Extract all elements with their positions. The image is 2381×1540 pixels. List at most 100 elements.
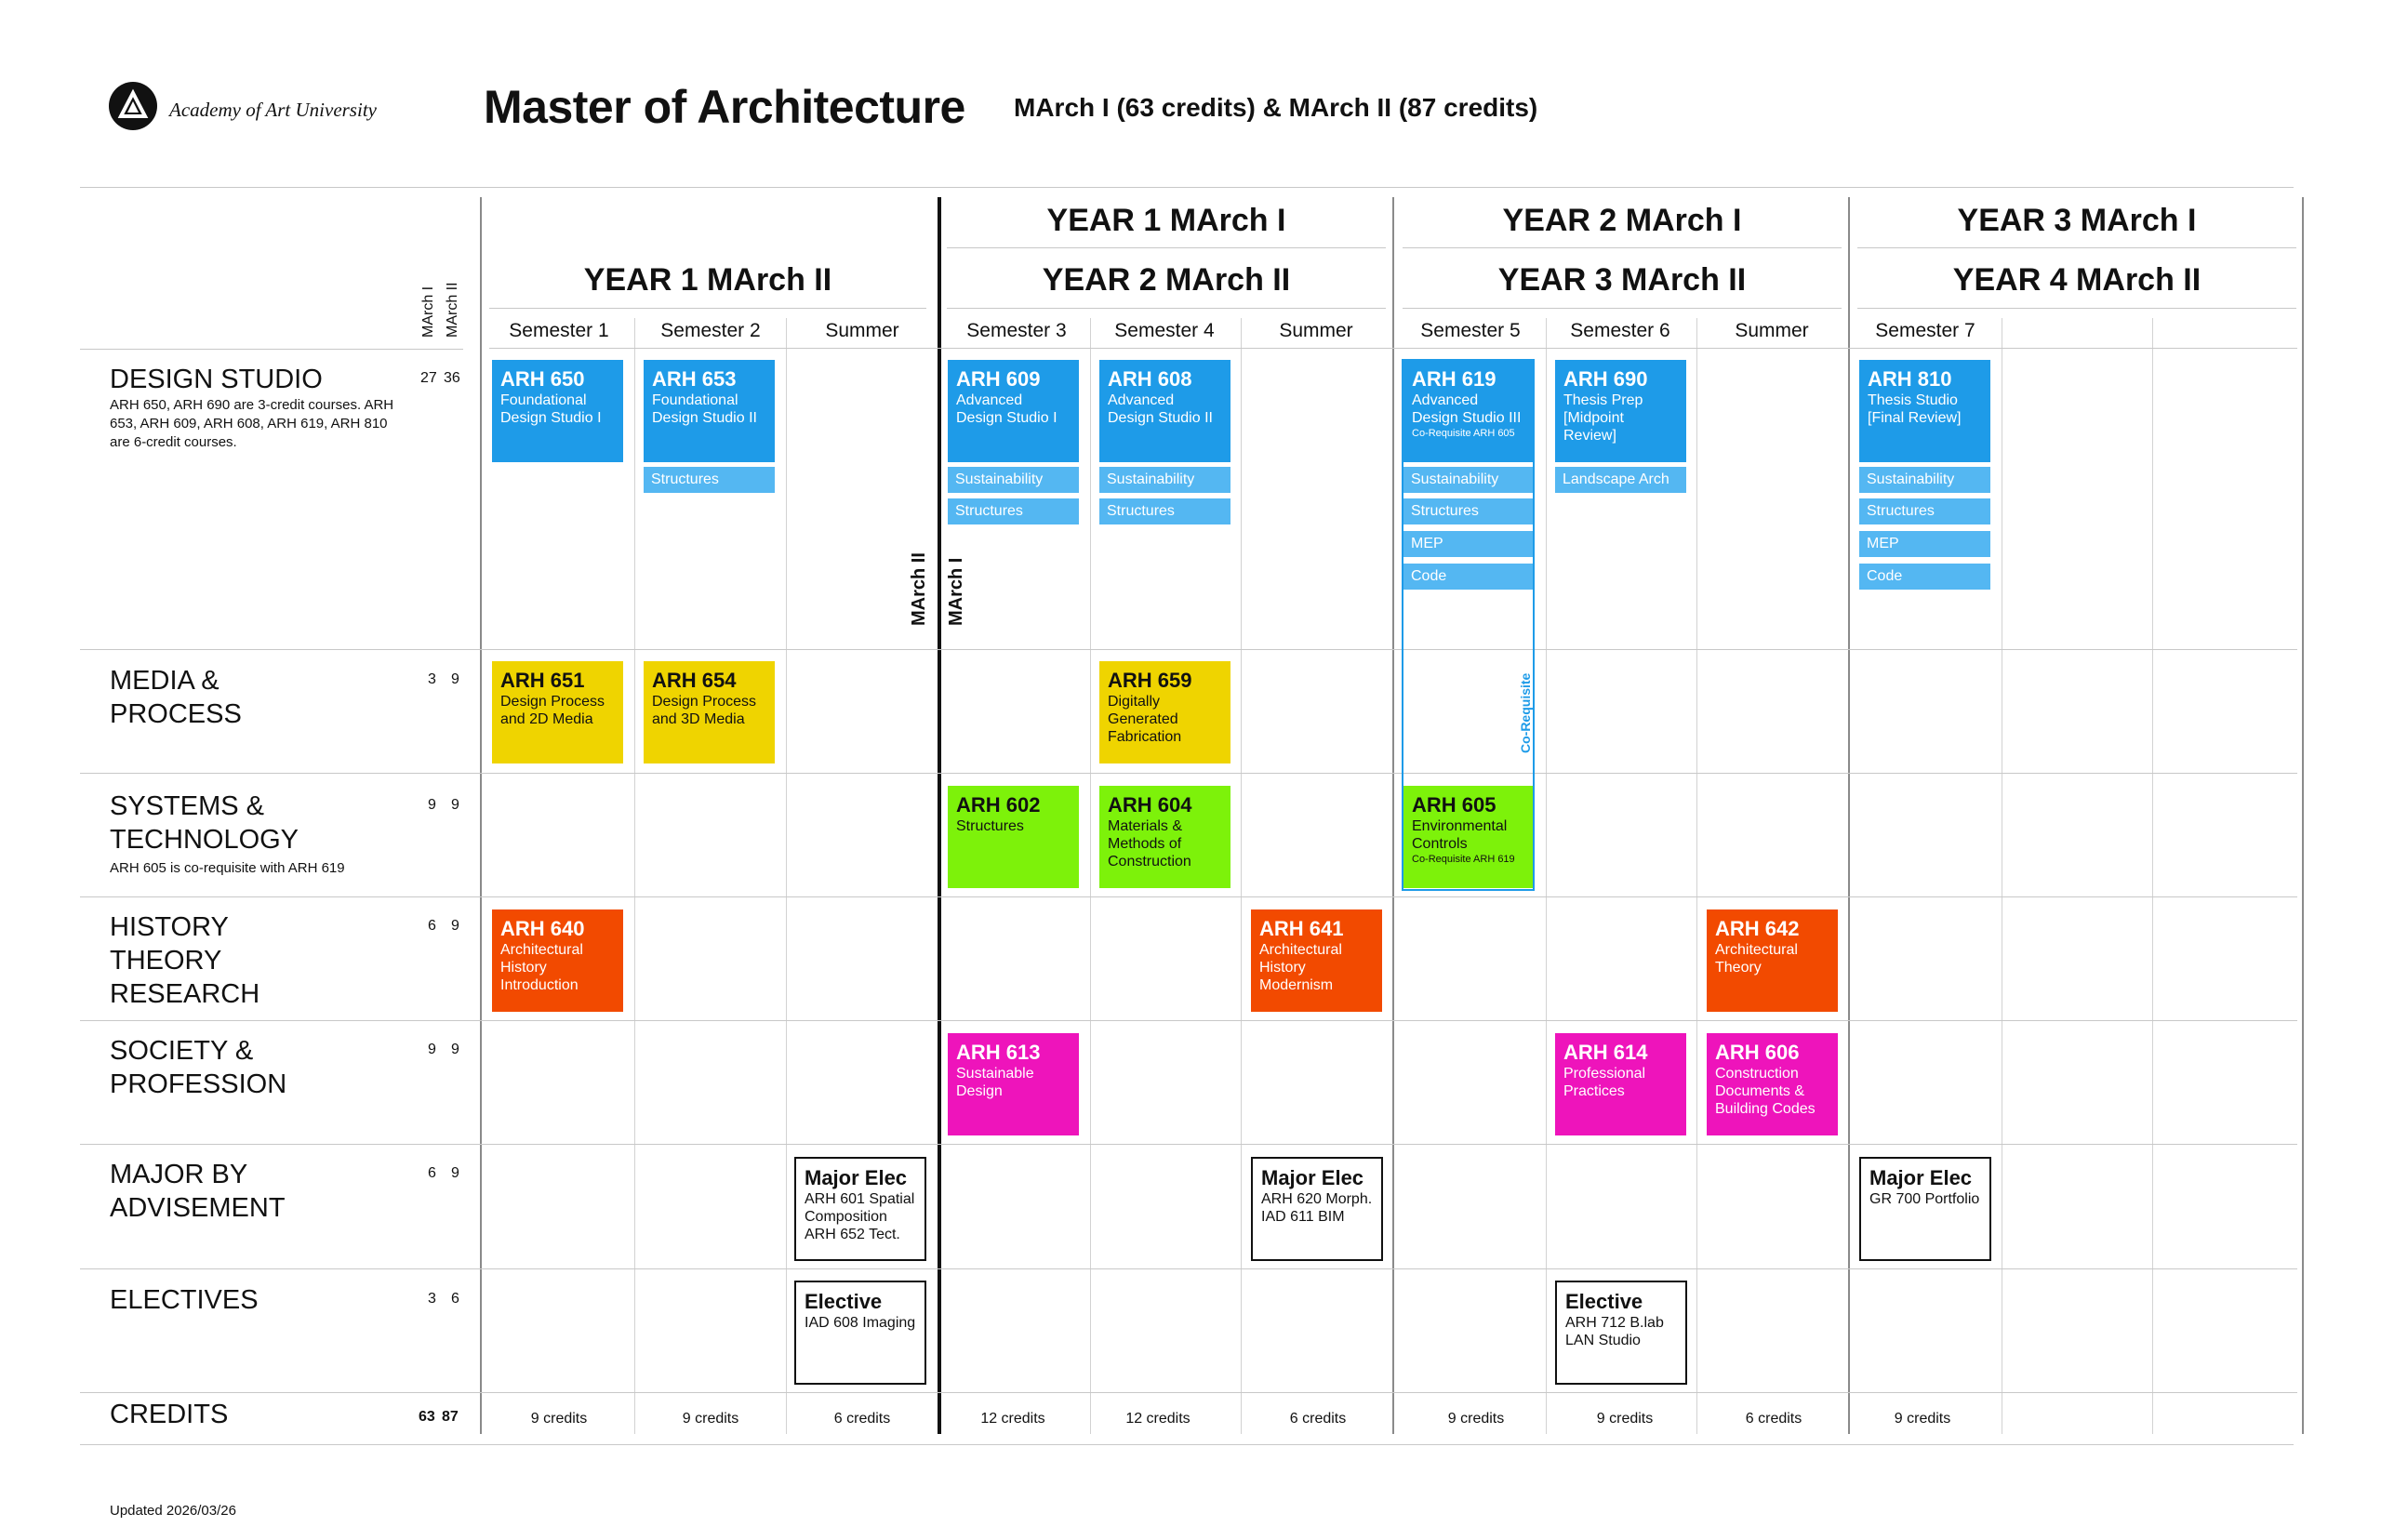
category-title: SOCIETY & PROFESSION [110,1036,287,1099]
course-name: Advanced Design Studio I [956,392,1057,426]
column-separator [634,318,635,1434]
course-code: ARH 653 [652,367,737,391]
course-card[interactable]: ARH 641 Architectural History Modernism [1251,909,1382,1012]
semester-credits: 12 credits [1125,1411,1190,1427]
course-code: ARH 651 [500,669,585,692]
year-rule [1857,308,2296,309]
elective-card[interactable]: Major Elec ARH 620 Morph. IAD 611 BIM [1251,1157,1383,1261]
topic-tag: Structures [1859,498,1990,524]
course-code: Elective [1565,1290,1643,1313]
grid-separator [2302,197,2304,1434]
category-title: DESIGN STUDIO [110,365,323,394]
course-name: Architectural Theory [1715,942,1798,976]
course-code: ARH 642 [1715,917,1800,940]
university-logo [109,82,157,130]
course-name: IAD 608 Imaging [805,1315,916,1331]
course-card[interactable]: ARH 605 Environmental Controls Co-Requis… [1403,786,1533,888]
year-header: YEAR 2 MArch II [1042,262,1291,298]
course-name: Environmental Controls [1412,818,1508,852]
course-card[interactable]: ARH 619 Advanced Design Studio III Co-Re… [1403,360,1533,462]
course-code: Major Elec [1869,1166,1973,1189]
course-name: Architectural History Modernism [1259,942,1342,993]
course-name: Thesis Prep [Midpoint Review] [1563,392,1643,444]
semester-credits: 12 credits [980,1411,1045,1427]
semester-header: Summer [825,320,899,341]
semester-header: Semester 6 [1570,320,1670,341]
year-header: YEAR 3 MArch I [1957,203,2197,238]
course-name: Structures [956,818,1024,834]
topic-tag: Code [1403,564,1533,590]
year-header: YEAR 1 MArch I [1046,203,1286,238]
semester-credits: 9 credits [1894,1411,1951,1427]
course-card[interactable]: ARH 642 Architectural Theory [1707,909,1838,1012]
category-title: MAJOR BY ADVISEMENT [110,1160,286,1223]
course-code: Major Elec [805,1166,908,1189]
course-name: Architectural History Introduction [500,942,583,993]
year-rule [1403,308,1842,309]
page-title: Master of Architecture [484,81,965,133]
topic-tag: MEP [1403,531,1533,557]
course-card[interactable]: ARH 654 Design Process and 3D Media [644,661,775,763]
course-code: ARH 659 [1108,669,1192,692]
row-rule [80,1020,2297,1021]
march2-column-label: MArch II [445,282,460,338]
course-card[interactable]: ARH 690 Thesis Prep [Midpoint Review] [1555,360,1686,462]
topic-tag: Sustainability [1099,467,1230,493]
course-card[interactable]: ARH 608 Advanced Design Studio II [1099,360,1230,462]
course-code: ARH 609 [956,367,1041,391]
course-card[interactable]: ARH 606 Construction Documents & Buildin… [1707,1033,1838,1135]
course-card[interactable]: ARH 810 Thesis Studio [Final Review] [1859,360,1990,462]
course-card[interactable]: ARH 614 Professional Practices [1555,1033,1686,1135]
course-card[interactable]: ARH 602 Structures [948,786,1079,888]
course-card[interactable]: ARH 659 Digitally Generated Fabrication [1099,661,1230,763]
category-title: MEDIA & PROCESS [110,666,242,729]
course-code: ARH 810 [1868,367,1952,391]
course-card[interactable]: ARH 613 Sustainable Design [948,1033,1079,1135]
course-card[interactable]: ARH 653 Foundational Design Studio II [644,360,775,462]
row-rule [80,1268,2297,1269]
course-card[interactable]: ARH 604 Materials & Methods of Construct… [1099,786,1230,888]
course-name: Construction Documents & Building Codes [1715,1066,1816,1117]
course-name: Advanced Design Studio III [1412,392,1522,426]
semester-credits: 6 credits [1289,1411,1347,1427]
row-rule [489,348,2297,349]
course-code: ARH 602 [956,793,1041,816]
course-code: ARH 641 [1259,917,1344,940]
topic-tag: Landscape Arch [1555,467,1686,493]
course-name: Foundational Design Studio II [652,392,757,426]
march2-credits: 36 [444,370,460,386]
course-card[interactable]: ARH 609 Advanced Design Studio I [948,360,1079,462]
course-code: ARH 619 [1412,367,1496,391]
march1-credits: 9 [428,797,436,813]
semester-credits: 9 credits [1447,1411,1505,1427]
march2-divider-label: MArch II [909,552,929,626]
march2-credits: 9 [451,671,459,687]
top-rule [80,187,2294,188]
course-card[interactable]: ARH 640 Architectural History Introducti… [492,909,623,1012]
elective-card[interactable]: Major Elec ARH 601 Spatial Composition A… [794,1157,926,1261]
semester-header: Semester 4 [1114,320,1215,341]
header-rule [80,349,463,350]
march1-credits: 27 [420,370,437,386]
semester-header: Summer [1279,320,1353,341]
course-card[interactable]: ARH 651 Design Process and 2D Media [492,661,623,763]
topic-tag: Sustainability [948,467,1079,493]
semester-header: Semester 1 [509,320,609,341]
semester-header: Semester 5 [1420,320,1521,341]
course-name: ARH 620 Morph. IAD 611 BIM [1261,1191,1373,1225]
march2-credits: 9 [451,1042,459,1057]
march1-credits: 6 [428,918,436,934]
row-rule [80,896,2297,897]
year-rule [1857,247,2296,248]
elective-card[interactable]: Elective IAD 608 Imaging [794,1281,926,1385]
elective-card[interactable]: Elective ARH 712 B.lab LAN Studio [1555,1281,1687,1385]
march2-total-credits: 87 [442,1409,459,1425]
topic-tag: Structures [948,498,1079,524]
elective-card[interactable]: Major Elec GR 700 Portfolio [1859,1157,1991,1261]
row-rule [80,1392,2297,1393]
row-rule [80,773,2297,774]
topic-tag: Structures [644,467,775,493]
course-card[interactable]: ARH 650 Foundational Design Studio I [492,360,623,462]
row-rule [80,1144,2297,1145]
year-rule [947,247,1386,248]
